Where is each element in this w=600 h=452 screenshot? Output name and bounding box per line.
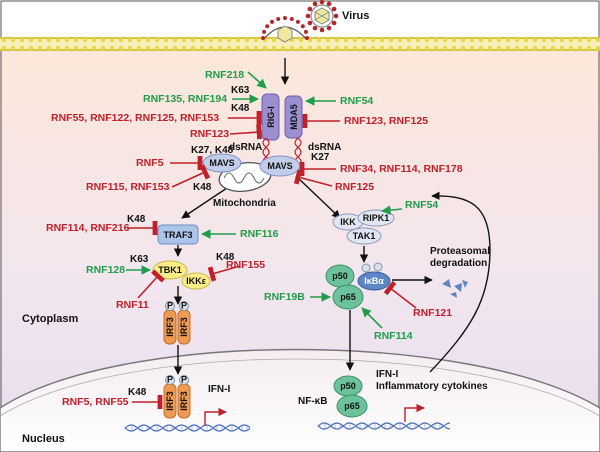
nfkb-complex-nucleus: p50 p65 bbox=[333, 375, 368, 418]
inhibit-rnf125-mavs bbox=[293, 169, 333, 187]
dsrna-label-left: dsRNA bbox=[229, 142, 262, 153]
virus-entry-icon bbox=[261, 16, 309, 43]
tbk1-label: TBK1 bbox=[158, 265, 182, 275]
p50-nuc-label: p50 bbox=[340, 381, 356, 391]
dsrna-label-right: dsRNA bbox=[308, 142, 341, 153]
ub-k48-mavs: K48 bbox=[193, 182, 212, 193]
reg-rnf5-55-nuc: RNF5, RNF55 bbox=[62, 396, 129, 408]
rigi-protein: RIG-I bbox=[261, 93, 280, 141]
p65-label: p65 bbox=[340, 292, 356, 302]
irf3-label-a: IRF3 bbox=[165, 317, 175, 337]
inhibit-rnf123-left bbox=[229, 124, 262, 140]
mavs-left-label: MAVS bbox=[209, 158, 234, 168]
promote-rnf218 bbox=[247, 71, 267, 89]
ifn-i-right-label: IFN-I bbox=[376, 369, 398, 380]
ikke-protein: IKKε bbox=[181, 272, 211, 290]
dna-strand-left bbox=[124, 424, 251, 432]
reg-rnf218: RNF218 bbox=[205, 69, 244, 81]
nucleus-envelope bbox=[0, 348, 600, 452]
ikba-label: IκBα bbox=[364, 276, 384, 286]
mavs-center-protein: MAVS bbox=[259, 155, 301, 177]
irf3-dimer-nucleus: IRF3 IRF3 P P bbox=[163, 375, 191, 419]
reg-rnf54-mda5: RNF54 bbox=[340, 95, 373, 107]
phospho-mark-nuc-b: P bbox=[181, 375, 187, 385]
reg-rnf128: RNF128 bbox=[86, 264, 125, 276]
irf3-nuc-label-b: IRF3 bbox=[179, 391, 189, 411]
p65-nuc-label: p65 bbox=[344, 401, 360, 411]
inflammatory-cytokines-label: Inflammatory cytokines bbox=[376, 381, 488, 392]
reg-rnf5-mavs: RNF5 bbox=[136, 157, 164, 169]
plasma-membrane bbox=[0, 37, 600, 51]
reg-rnf55-group: RNF55, RNF122, RNF125, RNF153 bbox=[51, 112, 219, 124]
promote-rnf54-ikk bbox=[381, 205, 403, 215]
inhibit-rnf115-153 bbox=[171, 164, 211, 188]
proteasomal-label-line2: degradation bbox=[430, 258, 487, 269]
nucleus-label: Nucleus bbox=[22, 433, 65, 445]
rigi-label: RIG-I bbox=[266, 106, 276, 128]
reg-rnf125-mavs: RNF125 bbox=[335, 181, 374, 193]
reg-rnf115-153: RNF115, RNF153 bbox=[86, 181, 170, 193]
ifn-i-left-label: IFN-I bbox=[208, 384, 230, 395]
ub-k27k48-mavs: K27, K48 bbox=[191, 145, 234, 156]
virus-icon bbox=[305, 0, 339, 33]
phospho-mark-a: P bbox=[167, 301, 173, 311]
ub-k63-rigi: K63 bbox=[231, 85, 250, 96]
inhibit-rnf121 bbox=[383, 280, 417, 309]
proteasomal-label-line1: Proteasomal bbox=[430, 246, 490, 257]
promote-rnf114-p65 bbox=[361, 307, 383, 329]
ub-k48-traf3: K48 bbox=[127, 214, 146, 225]
arrow-transcription-ifn-right bbox=[404, 403, 425, 422]
arrow-feedback-cytokines bbox=[429, 191, 491, 373]
tak1-label: TAK1 bbox=[353, 231, 376, 241]
irf3-dimer-cytoplasm: IRF3 IRF3 P P bbox=[163, 301, 191, 345]
reg-rnf54-ikk: RNF54 bbox=[405, 199, 438, 211]
arrow-mavs-to-ikk bbox=[295, 175, 341, 219]
dna-strand-right bbox=[317, 422, 451, 430]
ripk1-label: RIPK1 bbox=[363, 213, 390, 223]
ub-k48-ikke: K48 bbox=[216, 252, 235, 263]
irf3-nuc-label-a: IRF3 bbox=[165, 391, 175, 411]
virus-label: Virus bbox=[342, 10, 369, 22]
reg-rnf123-125: RNF123, RNF125 bbox=[344, 115, 428, 127]
irf3-label-b: IRF3 bbox=[179, 317, 189, 337]
reg-rnf155: RNF155 bbox=[226, 259, 265, 271]
ub-k27-mavs: K27 bbox=[311, 152, 330, 163]
nfkb-complex-cytoplasm: p50 p65 IκBα bbox=[325, 262, 391, 310]
traf3-label: TRAF3 bbox=[164, 230, 193, 240]
inhibit-rnf11 bbox=[137, 269, 165, 299]
reg-rnf123-left: RNF123 bbox=[190, 128, 229, 140]
ikke-label: IKKε bbox=[186, 276, 206, 286]
reg-rnf34-group: RNF34, RNF114, RNF178 bbox=[340, 163, 463, 175]
phospho-mark-b: P bbox=[181, 301, 187, 311]
cytoplasm-label: Cytoplasm bbox=[22, 313, 78, 325]
nucleus-inner-membrane bbox=[0, 358, 600, 417]
phospho-mark-nuc-a: P bbox=[167, 375, 173, 385]
traf3-protein: TRAF3 bbox=[157, 224, 199, 245]
ikk-label: IKK bbox=[340, 217, 356, 227]
ub-k48-irf3: K48 bbox=[128, 387, 147, 398]
arrow-transcription-ifn-left bbox=[204, 407, 227, 426]
p50-label: p50 bbox=[332, 271, 348, 281]
reg-rnf114-p65: RNF114 bbox=[374, 330, 413, 342]
reg-rnf11: RNF11 bbox=[116, 299, 149, 311]
mavs-center-label: MAVS bbox=[267, 161, 292, 171]
mitochondria-label: Mitochondria bbox=[213, 198, 276, 209]
mda5-protein: MDA5 bbox=[284, 95, 303, 139]
nfkb-label: NF-κB bbox=[298, 396, 327, 407]
mda5-label: MDA5 bbox=[289, 104, 299, 130]
reg-rnf121: RNF121 bbox=[413, 307, 452, 319]
reg-rnf116: RNF116 bbox=[240, 228, 279, 240]
ub-k48-rigi: K48 bbox=[231, 103, 250, 114]
proteasome-fragments-icon bbox=[442, 279, 468, 298]
reg-rnf19b: RNF19B bbox=[264, 291, 305, 303]
reg-rnf135-194: RNF135, RNF194 bbox=[143, 93, 227, 105]
inhibit-rnf155 bbox=[207, 265, 241, 282]
ub-k63-tbk1: K63 bbox=[130, 254, 149, 265]
dsrna-right-icon bbox=[294, 137, 302, 163]
mavs-left-protein: MAVS bbox=[202, 153, 242, 173]
reg-rnf114-216: RNF114, RNF216 bbox=[46, 222, 130, 234]
